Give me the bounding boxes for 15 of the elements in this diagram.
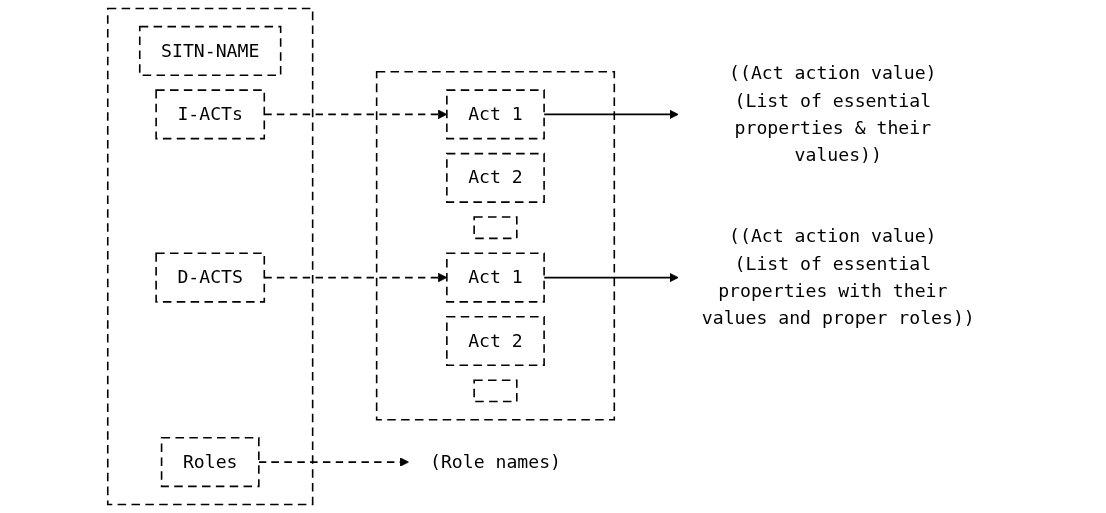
node-text: ((Act action value) (List of essential properties with their values and proper roles)) bbox=[701, 225, 975, 329]
node-box: Act 1 bbox=[446, 252, 545, 303]
node-text: ((Act action value) (List of essential properties & their values)) bbox=[729, 62, 937, 166]
node-box: Roles bbox=[160, 437, 260, 488]
node-box bbox=[473, 216, 518, 240]
node-box: Act 2 bbox=[446, 315, 545, 367]
cluster bbox=[106, 7, 314, 506]
node-box bbox=[473, 379, 518, 403]
cluster bbox=[375, 70, 616, 421]
node-box: SITN-NAME bbox=[138, 25, 282, 76]
node-box: Act 2 bbox=[446, 152, 545, 203]
node-box: I-ACTs bbox=[155, 89, 266, 140]
node-box: Act 1 bbox=[446, 89, 545, 140]
node-box: D-ACTS bbox=[155, 252, 266, 303]
node-text: (Role names) bbox=[429, 450, 561, 472]
